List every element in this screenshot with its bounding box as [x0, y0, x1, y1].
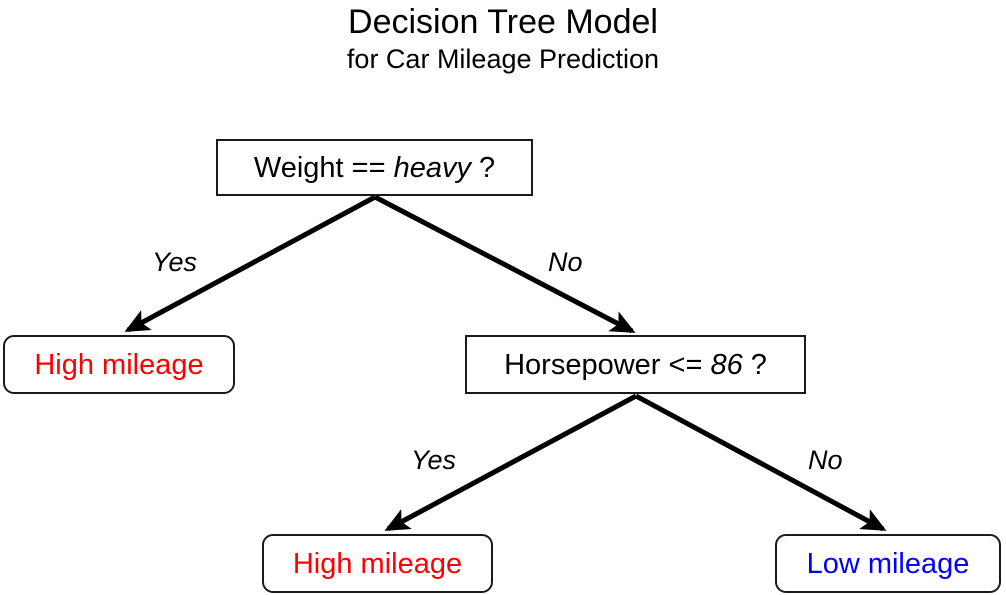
node-root-label-value: heavy: [393, 151, 471, 184]
node-leaf-low-mileage-label: Low mileage: [806, 547, 970, 580]
edge-horsepower-to-low-mileage: [634, 393, 887, 532]
node-root-label-prefix: Weight ==: [253, 151, 394, 184]
node-leaf-high-mileage-1-label: High mileage: [34, 348, 204, 381]
node-root-label-suffix: ?: [470, 151, 496, 184]
title-main-line: Decision Tree Model: [348, 3, 658, 41]
edge-label-yes-root: Yes: [152, 247, 198, 277]
edge-label-no-horsepower: No: [808, 445, 843, 475]
node-leaf-high-mileage-1[interactable]: High mileage: [3, 335, 235, 394]
node-horsepower-label: Horsepower <= 86 ?: [504, 349, 767, 381]
edge-label-yes-horsepower: Yes: [411, 445, 457, 475]
node-root-label: Weight == heavy ?: [254, 152, 495, 184]
diagram-title: Decision Tree Model for Car Mileage Pred…: [0, 0, 1006, 76]
node-leaf-high-mileage-2-label: High mileage: [292, 547, 463, 580]
node-leaf-high-mileage-2[interactable]: High mileage: [262, 534, 493, 593]
node-horsepower-label-prefix: Horsepower <=: [504, 348, 711, 381]
node-horsepower-label-suffix: ?: [742, 348, 767, 381]
title-subtitle-line: for Car Mileage Prediction: [346, 44, 660, 74]
edge-label-no-root: No: [548, 247, 583, 277]
node-root-weight[interactable]: Weight == heavy ?: [216, 139, 533, 196]
node-leaf-low-mileage[interactable]: Low mileage: [775, 534, 1001, 593]
edge-root-to-horsepower: [373, 194, 636, 334]
node-horsepower-label-value: 86: [710, 348, 743, 381]
node-decision-horsepower[interactable]: Horsepower <= 86 ?: [465, 335, 806, 394]
